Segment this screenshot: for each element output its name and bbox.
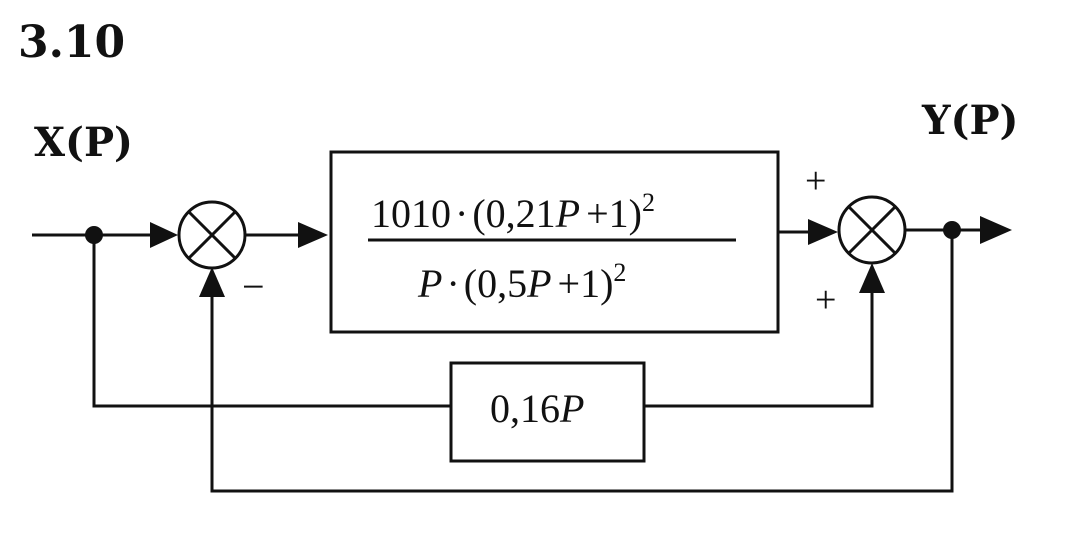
sum2-bottom-sign: + [815,279,836,321]
figure-number: 3.10 [18,17,125,68]
sum1-feedback-sign: − [242,264,265,309]
forward-transfer-block [329,150,780,334]
arrow-into-forward-block [298,222,328,248]
feedforward-line-left [92,235,451,408]
arrow-up-into-sum2 [859,263,885,293]
summing-junction-2 [837,195,907,265]
summing-junction-1 [177,200,247,270]
output-arrow [980,216,1012,244]
feedforward-line-right [644,293,874,408]
forward-denominator: P·(0,5P+1)2 [417,258,626,306]
forward-numerator: 1010·(0,21P+1)2 [371,188,655,236]
arrow-into-sum1 [150,222,178,248]
feedforward-gain: 0,16P [490,386,584,431]
output-signal-label: Y(P) [921,97,1018,144]
arrow-up-into-sum1 [199,267,225,297]
sum2-top-sign: + [805,160,826,202]
arrow-into-sum2 [808,219,838,245]
feedback-line [210,230,954,493]
feedforward-block [449,361,646,463]
input-signal-label: X(P) [34,119,133,166]
